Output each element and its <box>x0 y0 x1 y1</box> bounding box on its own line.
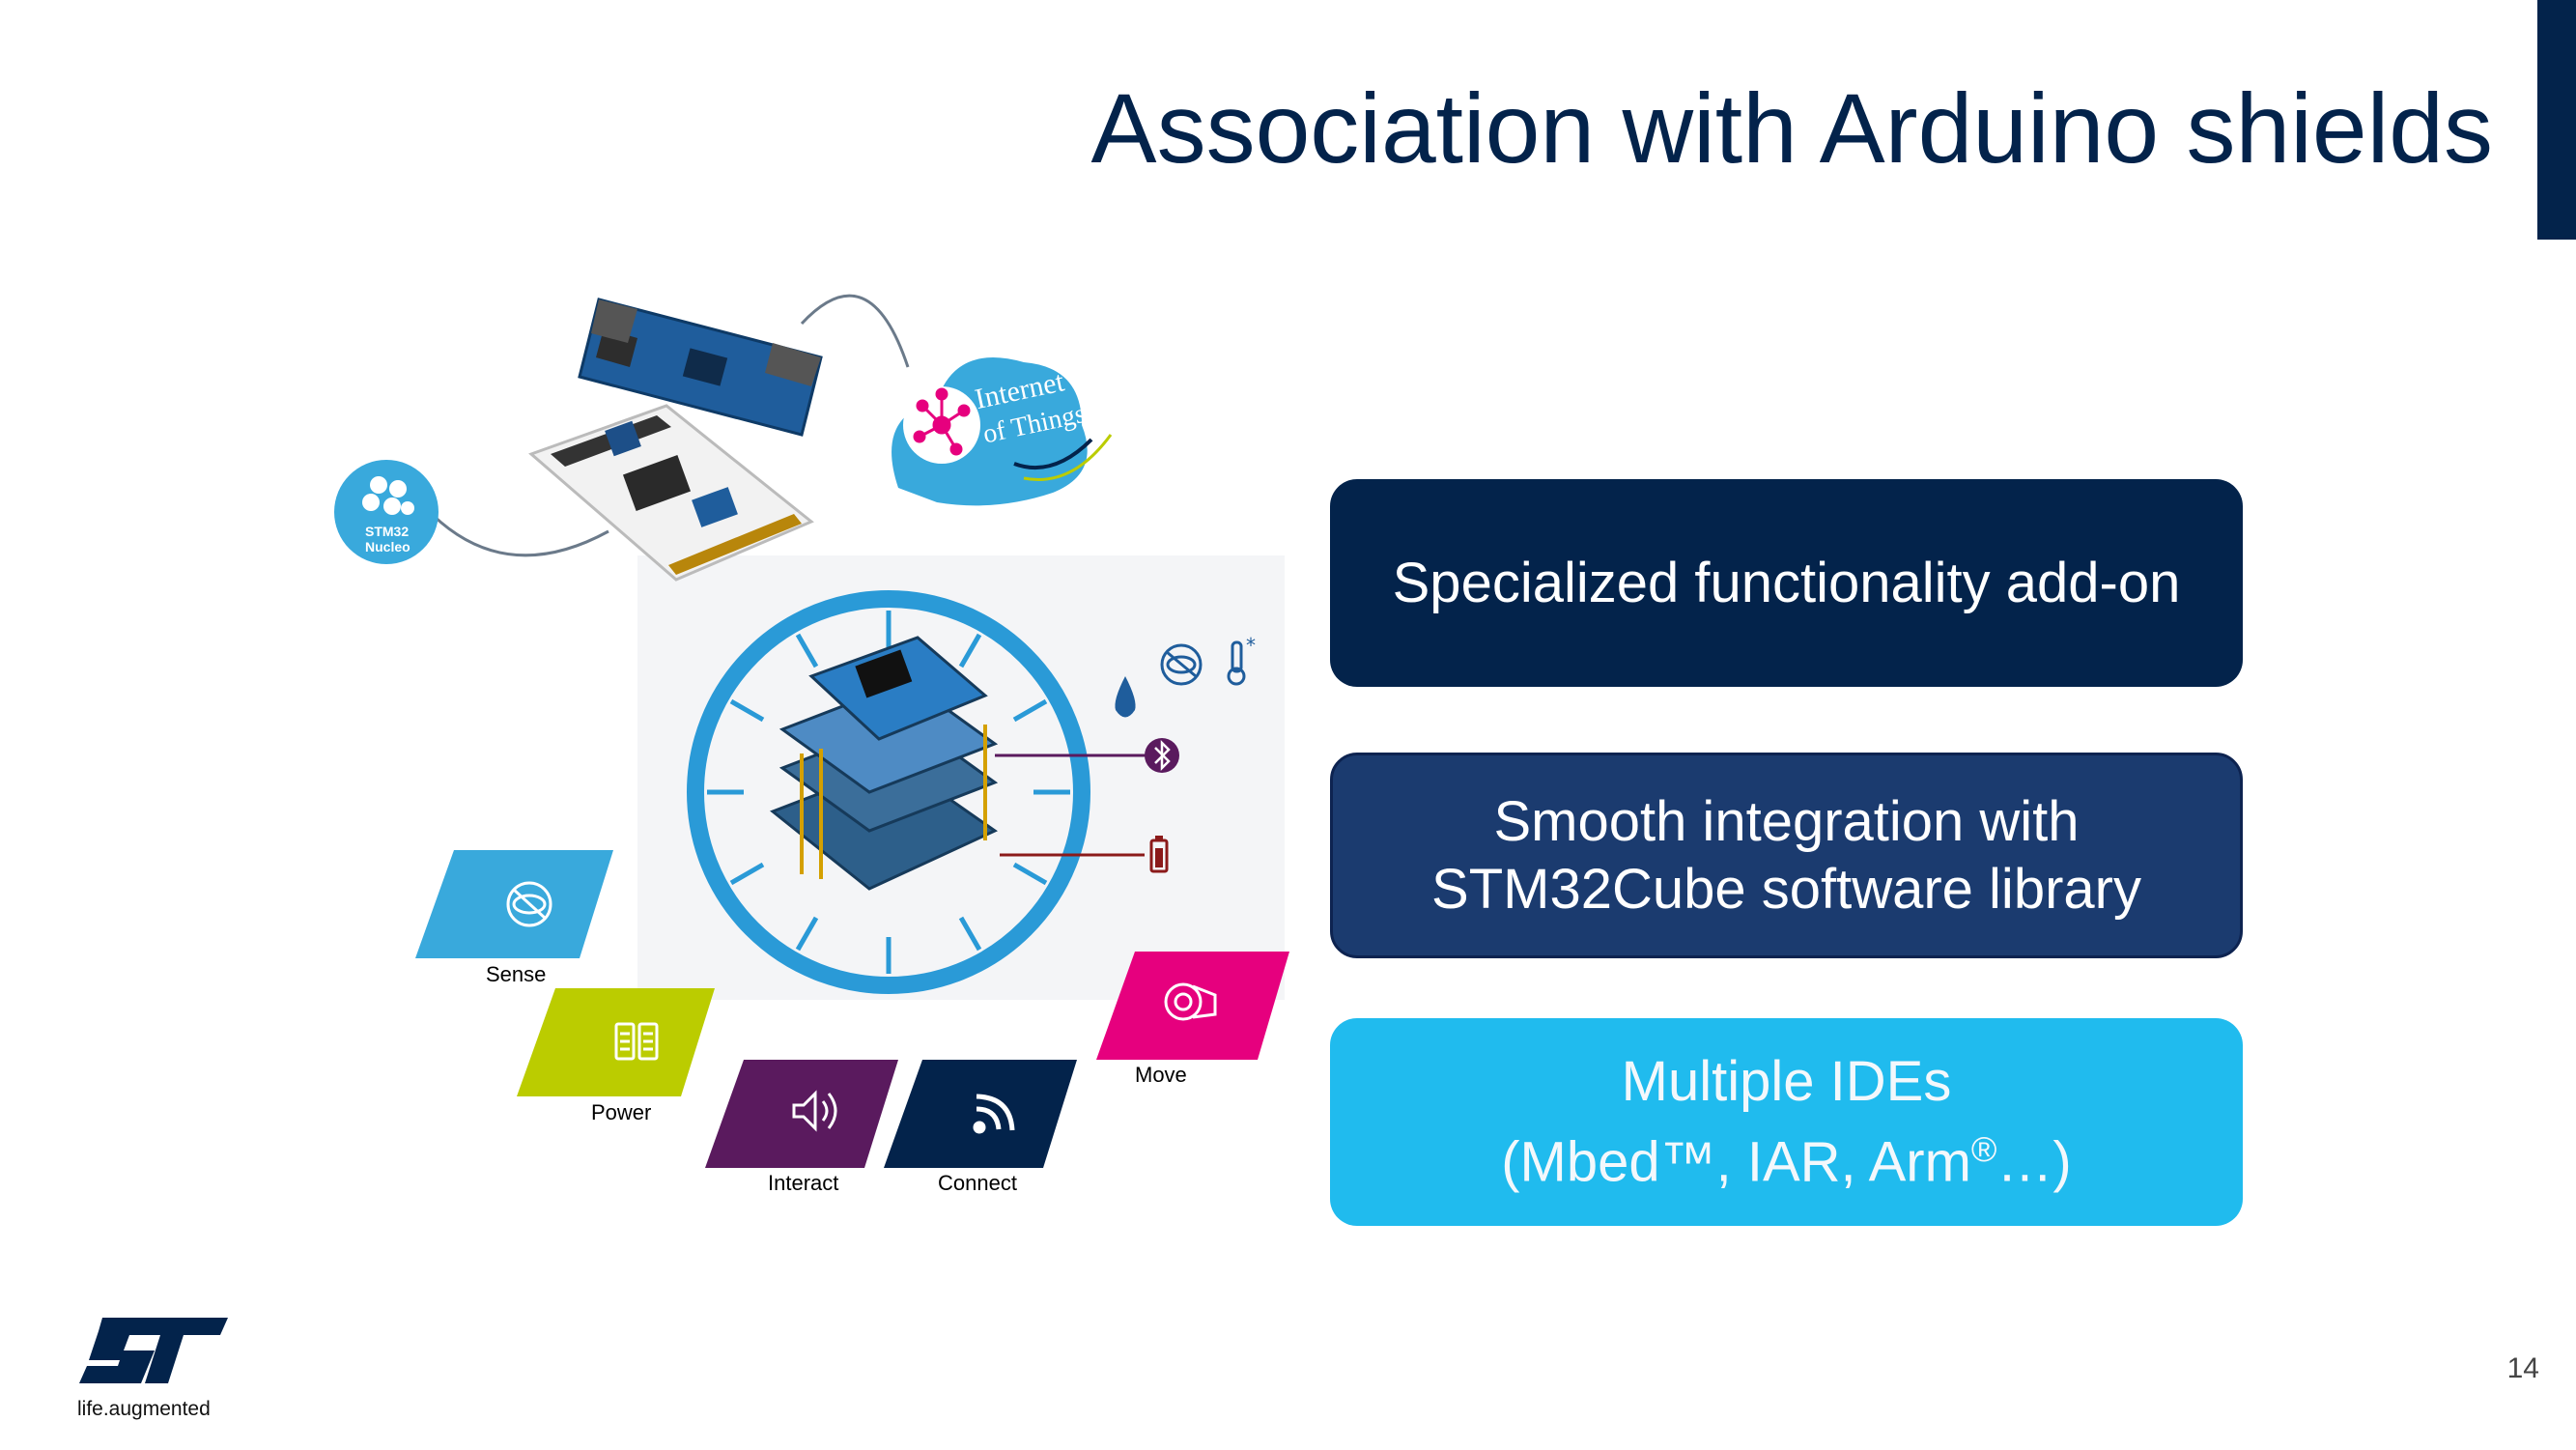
feature-box-specialized: Specialized functionality add-on <box>1330 479 2243 687</box>
nucleo-logo-icon <box>362 476 414 515</box>
bluetooth-icon <box>1145 738 1179 773</box>
internet-of-things-badge: Internet of Things <box>892 357 1113 506</box>
expansion-shield-board <box>578 298 823 437</box>
nucleo-badge-line1: STM32 <box>365 524 409 539</box>
svg-text:*: * <box>1246 634 1256 657</box>
cable-line <box>423 505 609 557</box>
rss-icon <box>973 1094 1015 1134</box>
feature-box-text-line1: Smooth integration with <box>1493 789 2080 853</box>
tile-power: Power <box>517 988 715 1124</box>
feature-box-integration: Smooth integration with STM32Cube softwa… <box>1330 753 2243 958</box>
ide-list-end: …) <box>1996 1130 2072 1194</box>
ide-list: (Mbed™, IAR, Arm <box>1501 1130 1971 1194</box>
cable-line <box>800 294 910 368</box>
tile-sense-label: Sense <box>486 962 546 986</box>
tile-power-label: Power <box>591 1100 651 1124</box>
feature-box-text-line2: (Mbed™, IAR, Arm®…) <box>1501 1116 2072 1196</box>
tile-move-label: Move <box>1135 1063 1187 1087</box>
thermometer-icon: * <box>1227 634 1256 686</box>
slide-title: Association with Arduino shields <box>1090 73 2493 184</box>
network-hub-icon <box>913 387 971 456</box>
stm32-nucleo-badge: STM32 Nucleo <box>334 460 439 564</box>
registered-mark: ® <box>1970 1128 1997 1169</box>
no-eye-icon <box>1160 643 1203 686</box>
feature-box-text: Specialized functionality add-on <box>1392 551 2181 614</box>
battery-icon <box>1149 836 1169 873</box>
sense-icon <box>506 881 552 927</box>
tile-connect: Connect <box>884 1060 1077 1195</box>
feature-box-text-line1: Multiple IDEs <box>1621 1049 1952 1113</box>
power-battery-icon <box>614 1022 659 1061</box>
speaker-icon <box>792 1090 837 1132</box>
tile-interact: Interact <box>705 1060 898 1195</box>
page-number: 14 <box>2506 1352 2539 1384</box>
logo-brand: ST <box>75 1314 77 1315</box>
st-logo-icon: ST <box>75 1314 228 1383</box>
logo-tagline: life.augmented <box>77 1398 211 1420</box>
shield-stack-dial <box>687 590 1090 994</box>
water-drop-icon <box>1115 676 1136 718</box>
motor-icon <box>1164 982 1217 1021</box>
tile-interact-label: Interact <box>768 1171 838 1195</box>
feature-box-text-line2: STM32Cube software library <box>1431 857 2141 921</box>
feature-box-ides: Multiple IDEs (Mbed™, IAR, Arm®…) <box>1330 1018 2243 1226</box>
arduino-shields-illustration: STM32 Nucleo Internet of Things <box>334 294 1289 1195</box>
tile-connect-label: Connect <box>938 1171 1017 1195</box>
tile-move: Move <box>1096 952 1289 1087</box>
nucleo-badge-line2: Nucleo <box>365 539 410 554</box>
nucleo-board <box>528 404 814 582</box>
tile-sense: Sense <box>415 850 613 986</box>
accent-bar <box>2537 0 2576 240</box>
